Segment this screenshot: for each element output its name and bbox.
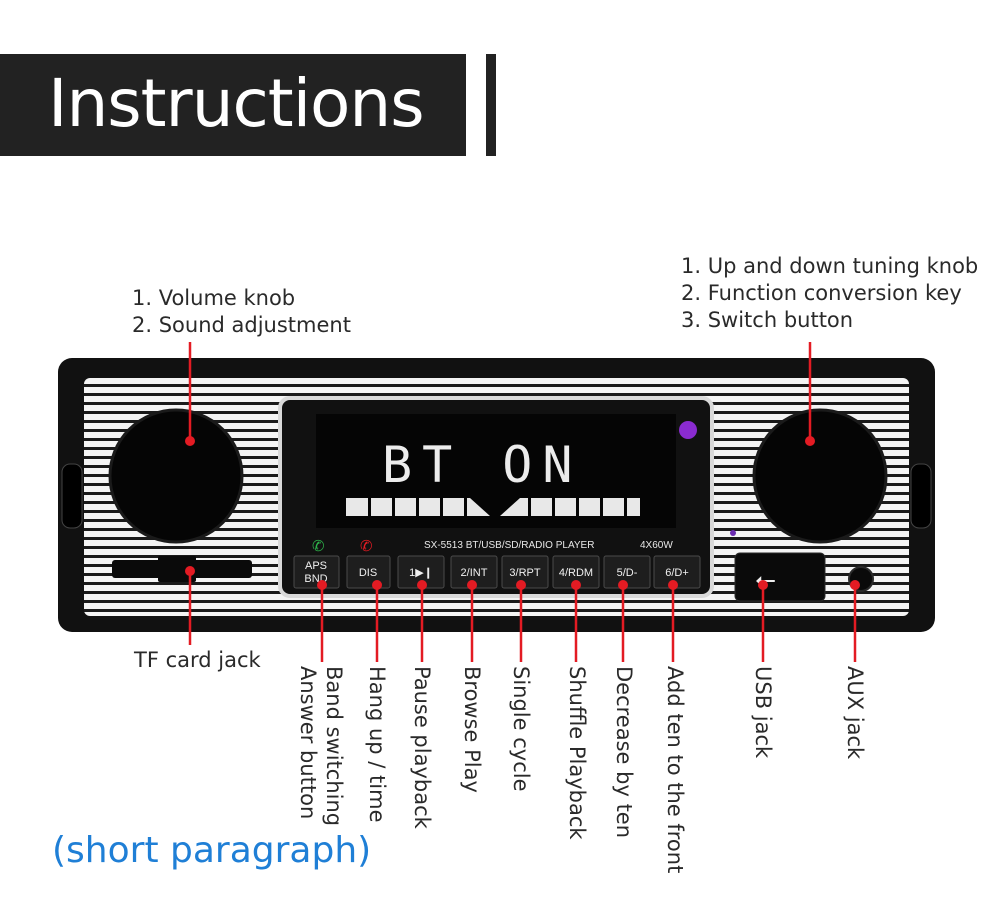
label-band-switching: Band switching xyxy=(322,666,346,827)
preset-buttons: APS BND DIS 1▶❙ 2/INT 3/RPT 4/RDM 5/D- 6… xyxy=(293,555,701,589)
d-plus-label: 6/D+ xyxy=(665,567,689,579)
right-knob-callout: 1. Up and down tuning knob 2. Function c… xyxy=(681,253,978,334)
header-banner xyxy=(0,54,466,156)
left-knob-line-1: 1. Volume knob xyxy=(132,286,296,310)
d-minus-label: 5/D- xyxy=(617,567,638,579)
label-answer-button: Answer button xyxy=(296,666,320,820)
label-browse-play: Browse Play xyxy=(460,666,484,793)
label-hang-up: Hang up / time xyxy=(365,666,389,823)
label-aux-jack: AUX jack xyxy=(843,666,867,760)
label-shuffle-playback: Shuffle Playback xyxy=(565,666,589,840)
play-pause-label: 1▶❙ xyxy=(409,567,433,579)
model-line: SX-5513 BT/USB/SD/RADIO PLAYER xyxy=(424,540,594,551)
power-rating: 4X60W xyxy=(640,540,673,551)
usb-port[interactable] xyxy=(734,552,826,602)
purple-indicator-icon xyxy=(679,421,697,439)
left-knob-callout: 1. Volume knob 2. Sound adjustment xyxy=(132,285,351,339)
left-clip xyxy=(61,463,83,529)
footer-note: (short paragraph) xyxy=(52,830,372,871)
right-knob-line-3: 3. Switch button xyxy=(681,308,854,332)
label-decrease-by-ten: Decrease by ten xyxy=(612,666,636,839)
hangup-phone-icon: ✆ xyxy=(360,537,373,555)
rpt-label: 3/RPT xyxy=(509,567,540,579)
label-single-cycle: Single cycle xyxy=(509,666,533,792)
volume-knob[interactable] xyxy=(108,408,244,544)
left-knob-line-2: 2. Sound adjustment xyxy=(132,313,351,337)
header-divider-bar xyxy=(486,54,496,156)
answer-phone-icon: ✆ xyxy=(312,537,325,555)
rdm-label: 4/RDM xyxy=(559,567,593,579)
callout-lines xyxy=(185,342,860,662)
dis-label: DIS xyxy=(359,567,377,579)
dis-button[interactable] xyxy=(346,555,391,589)
label-add-ten: Add ten to the front xyxy=(663,666,687,874)
label-pause-playback: Pause playback xyxy=(410,666,434,829)
usb-icon: ⭠ xyxy=(755,565,776,595)
aps-label: APS xyxy=(305,560,327,572)
aps-bnd-button[interactable] xyxy=(293,555,340,589)
right-knob-line-1: 1. Up and down tuning knob xyxy=(681,254,979,278)
label-usb-jack: USB jack xyxy=(751,666,775,759)
tuning-knob[interactable] xyxy=(752,408,888,544)
label-answer-line-2: Band switching xyxy=(322,666,346,827)
int-label: 2/INT xyxy=(461,567,488,579)
right-knob-line-2: 2. Function conversion key xyxy=(681,281,962,305)
label-answer-line-1: Answer button xyxy=(296,666,320,820)
page-title: Instructions xyxy=(48,65,425,142)
mic-dot-icon xyxy=(730,530,736,536)
right-clip xyxy=(910,463,932,529)
lcd-main-text: BT ON xyxy=(382,436,583,494)
tf-card-label: TF card jack xyxy=(134,648,261,672)
